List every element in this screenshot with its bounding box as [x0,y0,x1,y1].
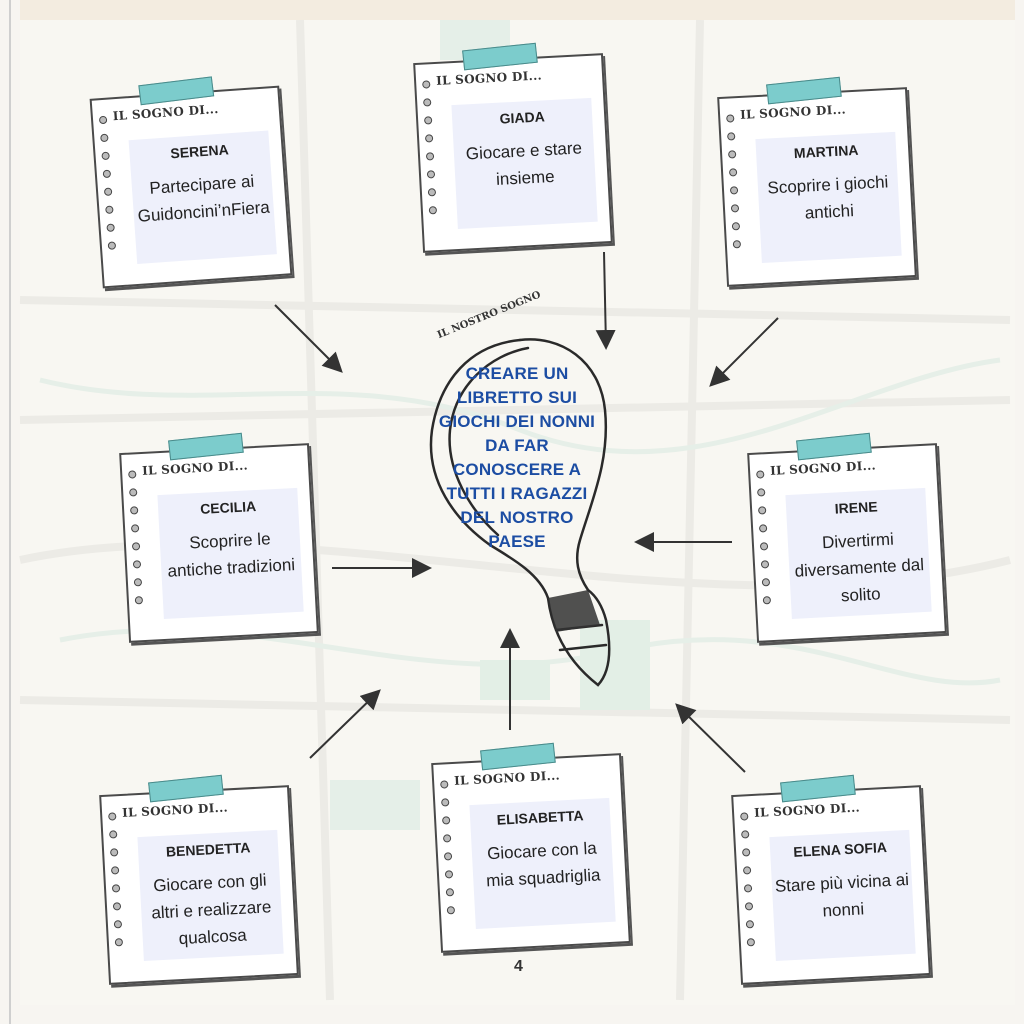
arrow-martina [709,317,779,387]
card-martina: IL SOGNO DI... MARTINA Scoprire i giochi… [717,76,917,287]
card-content: ELISABETTA Giocare con la mia squadrigli… [469,797,616,929]
card-name: ELISABETTA [496,807,584,828]
page-number: 4 [514,958,523,975]
arrow-giada [595,251,616,350]
arrow-benedetta [309,689,381,759]
card-name: ELENA SOFIA [792,839,888,860]
card-dream: Scoprire le antiche tradizioni [167,529,296,581]
card-serena: IL SOGNO DI... SERENA Partecipare ai Gui… [89,76,293,289]
card-dream: Giocare con gli altri e realizzare qualc… [150,870,272,949]
card-cecilia: IL SOGNO DI... CECILIA Scoprire le antic… [119,432,319,643]
card-dream: Scoprire i giochi antichi [767,172,889,223]
card-name: BENEDETTA [165,839,251,860]
card-content: GIADA Giocare e stare insieme [451,97,598,229]
card-content: BENEDETTA Giocare con gli altri e realiz… [137,829,284,961]
card-dream: Giocare con la mia squadriglia [485,838,601,891]
card-dream: Giocare e stare insieme [465,138,583,189]
card-elena-sofia: IL SOGNO DI... ELENA SOFIA Stare più vic… [731,774,931,985]
card-dream: Divertirmi diversamente dal solito [794,529,925,606]
card-dream: Partecipare ai Guidoncini’nFiera [137,171,271,226]
card-content: SERENA Partecipare ai Guidoncini’nFiera [128,130,277,264]
card-elisabetta: IL SOGNO DI... ELISABETTA Giocare con la… [431,742,631,953]
card-giada: IL SOGNO DI... GIADA Giocare e stare ins… [413,42,613,253]
card-content: ELENA SOFIA Stare più vicina ai nonni [769,829,916,961]
card-content: CECILIA Scoprire le antiche tradizioni [157,487,304,619]
page-edge-line [9,0,11,1024]
card-content: MARTINA Scoprire i giochi antichi [755,131,902,263]
card-irene: IL SOGNO DI... IRENE Divertirmi diversam… [747,432,947,643]
card-name: SERENA [169,141,230,162]
card-name: MARTINA [793,141,859,162]
center-title: CREARE UN LIBRETTO SUI GIOCHI DEI NONNI … [438,364,596,551]
arrow-serena [274,304,343,373]
card-name: IRENE [834,498,878,517]
card-benedetta: IL SOGNO DI... BENEDETTA Giocare con gli… [99,774,299,985]
card-content: IRENE Divertirmi diversamente dal solito [785,487,932,619]
arrow-elena-sofia [675,703,746,773]
card-name: GIADA [499,108,546,127]
card-name: CECILIA [199,498,257,517]
card-dream: Stare più vicina ai nonni [774,869,910,921]
